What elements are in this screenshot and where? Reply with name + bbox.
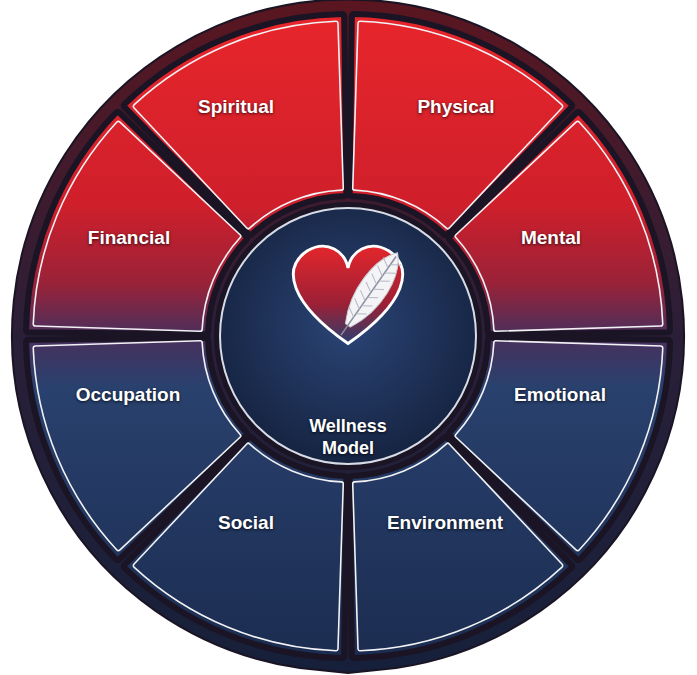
segment-node: Occupation bbox=[70, 380, 187, 411]
center-node: Wellness Model bbox=[292, 412, 404, 464]
segment-outline bbox=[133, 443, 343, 650]
segment-label: Emotional bbox=[514, 384, 606, 407]
segment-node: Social bbox=[212, 508, 280, 539]
segment-node: Physical bbox=[411, 92, 501, 123]
feather-icon bbox=[329, 245, 409, 343]
segment-wedge bbox=[26, 338, 247, 560]
segment-wedge bbox=[449, 112, 670, 334]
segment-outline bbox=[33, 341, 240, 551]
segment-node: Environment bbox=[381, 508, 510, 539]
center-disc bbox=[220, 208, 476, 464]
segment-outline bbox=[353, 21, 563, 228]
segment-label: Social bbox=[218, 512, 274, 535]
segment-label: Financial bbox=[88, 227, 171, 250]
segment-label: Environment bbox=[387, 512, 504, 535]
segment-node: Spiritual bbox=[192, 92, 281, 123]
segment-outline bbox=[133, 21, 343, 228]
segment-label: Mental bbox=[521, 227, 582, 250]
segment-outline bbox=[455, 121, 662, 331]
segment-outline bbox=[33, 121, 240, 331]
segment-wedge bbox=[26, 112, 247, 334]
segment-label: Physical bbox=[417, 96, 495, 119]
segment-node: Mental bbox=[515, 223, 588, 254]
segment-node: Emotional bbox=[508, 380, 612, 411]
segment-wedge bbox=[350, 437, 572, 658]
center-rim bbox=[214, 202, 482, 470]
center-label: Wellness Model bbox=[298, 416, 398, 459]
segment-outline bbox=[353, 443, 563, 650]
wheel-backdrop bbox=[12, 0, 684, 673]
segment-label: Spiritual bbox=[198, 96, 275, 119]
segment-node: Financial bbox=[82, 223, 177, 254]
segment-label: Occupation bbox=[76, 384, 181, 407]
